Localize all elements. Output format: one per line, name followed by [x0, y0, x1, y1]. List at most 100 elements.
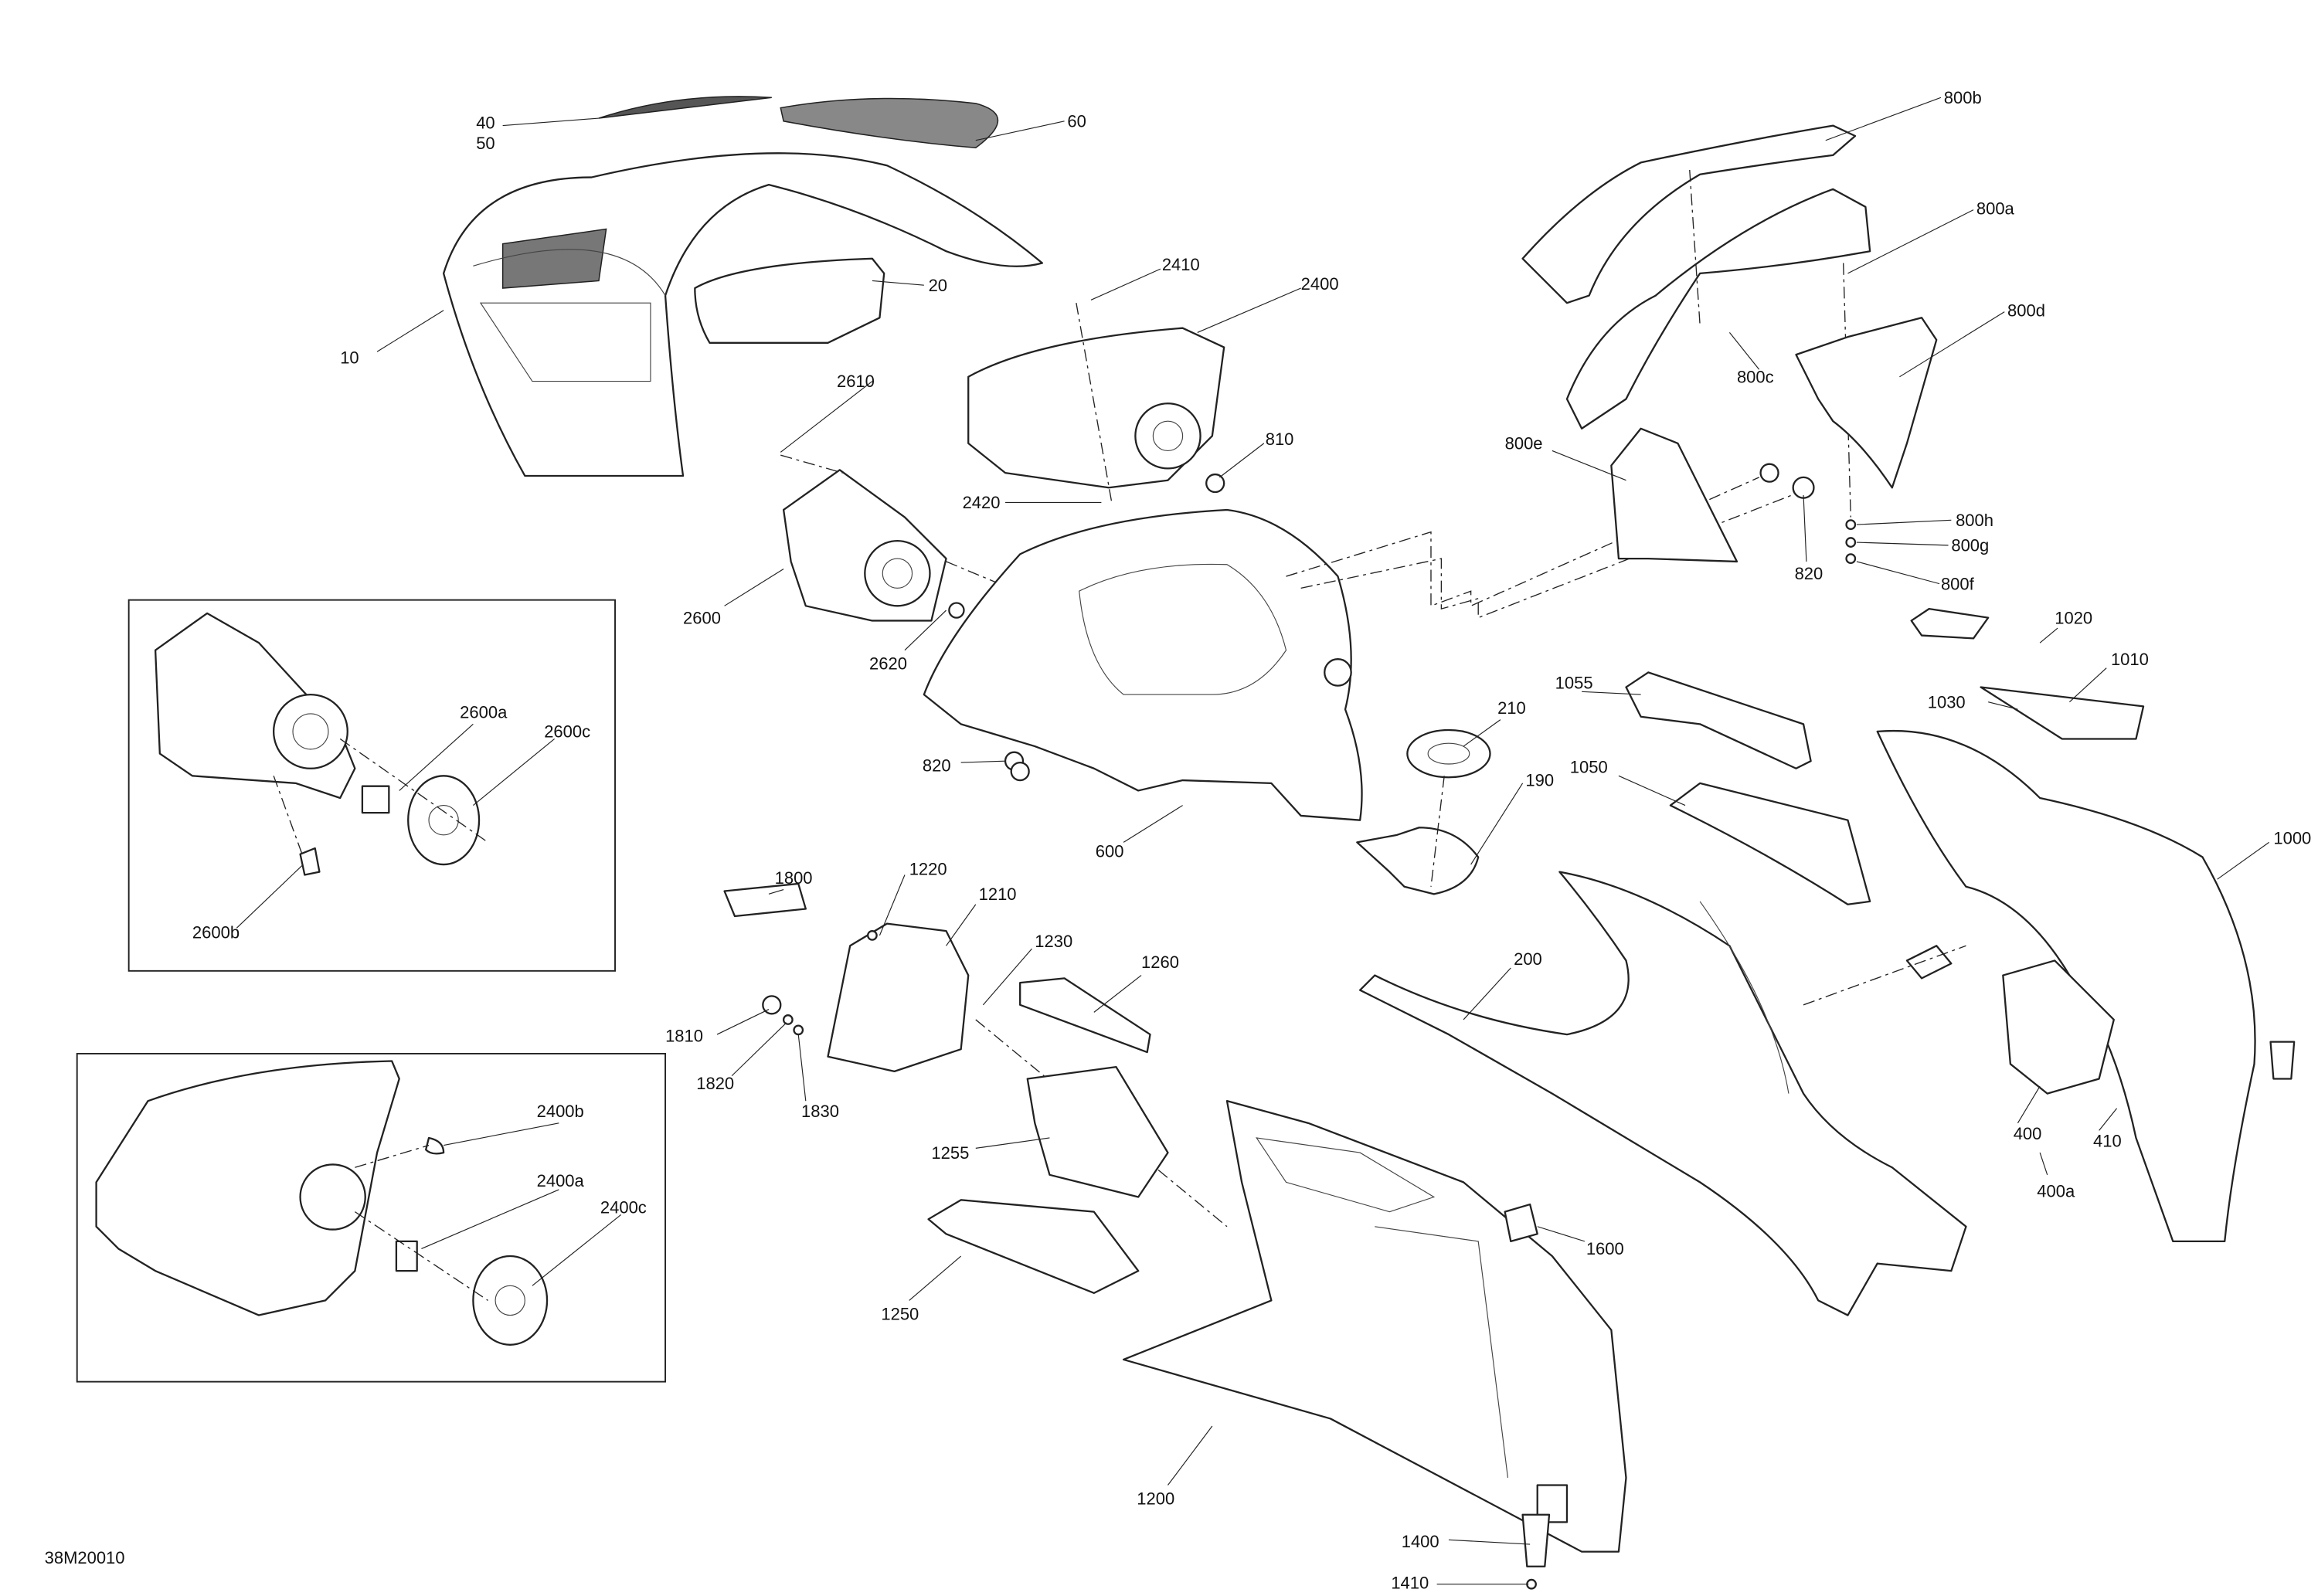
- part-handle-1800: [723, 882, 807, 918]
- leader-line-1220: [879, 874, 906, 936]
- leader-line-1210: [946, 904, 977, 946]
- part-bracket-800e: [1610, 427, 1857, 564]
- leader-line-1820: [731, 1022, 787, 1077]
- leader-line-1600: [1537, 1226, 1586, 1242]
- leader-line-1400: [1448, 1539, 1531, 1545]
- callout-2400: 2400: [1301, 274, 1339, 294]
- part-lower-fairing-200: [1359, 871, 1967, 1316]
- part-vent-1020: [1910, 607, 1990, 640]
- leader-line-800g: [1856, 542, 1949, 546]
- leader-line-1250: [909, 1255, 962, 1301]
- part-panel-1250: [927, 1199, 1140, 1294]
- callout-820: 820: [923, 756, 951, 776]
- callout-leaders: [236, 97, 2269, 1585]
- callout-800d: 800d: [2007, 301, 2045, 320]
- callout-2620: 2620: [869, 654, 907, 674]
- drawing-id: 38M20010: [45, 1548, 125, 1567]
- leader-line-800h: [1856, 519, 1952, 525]
- callout-1400: 1400: [1402, 1532, 1439, 1551]
- part-connector-1600: [1504, 1203, 1538, 1243]
- callout-820: 820: [1795, 564, 1823, 583]
- callout-1020: 1020: [2055, 608, 2092, 627]
- leader-line-1000: [2217, 841, 2269, 880]
- leader-line-2410: [1090, 268, 1161, 301]
- leader-line-1010: [2068, 667, 2107, 703]
- part-panel-1055: [1625, 671, 1812, 769]
- callout-2400b: 2400b: [537, 1102, 584, 1121]
- leader-line-410: [2099, 1108, 2118, 1131]
- part-hood-10: [442, 152, 1044, 477]
- callout-800c: 800c: [1737, 367, 1774, 386]
- leader-line-1030: [1988, 701, 2018, 710]
- part-bracket-800d: [1795, 317, 1938, 489]
- part-panel-1050: [1669, 782, 1871, 905]
- callout-800e: 800e: [1505, 434, 1543, 453]
- callout-2600c: 2600c: [544, 722, 590, 742]
- leader-line-800f: [1856, 561, 1940, 585]
- callout-400a: 400a: [2037, 1182, 2075, 1201]
- leader-line-210: [1463, 719, 1501, 747]
- leader-line-60: [975, 121, 1065, 141]
- callout-800g: 800g: [1951, 536, 1989, 555]
- callout-2400a: 2400a: [537, 1171, 585, 1190]
- callout-1830: 1830: [801, 1102, 839, 1121]
- callout-200: 200: [1514, 949, 1542, 969]
- callout-2610: 2610: [837, 372, 875, 391]
- leader-line-40: [502, 117, 600, 127]
- callout-1230: 1230: [1035, 932, 1072, 951]
- part-grille-40: [598, 96, 772, 119]
- leader-line-2600b: [236, 864, 304, 929]
- callout-1010: 1010: [2111, 650, 2149, 669]
- leader-line-400a: [2039, 1152, 2048, 1175]
- callout-800h: 800h: [1956, 511, 1993, 530]
- part-grille-60: [780, 97, 999, 149]
- leader-line-820: [960, 760, 1006, 763]
- callout-2600a: 2600a: [460, 703, 508, 722]
- leader-line-1050: [1618, 775, 1686, 806]
- callout-1800: 1800: [775, 868, 813, 888]
- leader-line-2400a: [421, 1189, 559, 1249]
- inset-headlamp-2600: [127, 599, 616, 972]
- leader-line-2400: [1197, 287, 1301, 333]
- leader-line-200: [1463, 967, 1511, 1020]
- leader-line-800a: [1847, 209, 1974, 274]
- part-side-panel-1000: [1876, 729, 2296, 1243]
- leader-line-1200: [1167, 1425, 1213, 1486]
- callout-1820: 1820: [696, 1074, 734, 1093]
- callout-1220: 1220: [909, 859, 947, 878]
- callout-800a: 800a: [1976, 199, 2015, 218]
- callout-20: 20: [929, 276, 947, 295]
- part-side-panel-1200: [1122, 1100, 1627, 1553]
- leader-line-1800: [768, 889, 784, 895]
- callout-400: 400: [2014, 1124, 2042, 1143]
- part-clip-1400: [1521, 1513, 1551, 1590]
- leader-line-800c: [1728, 332, 1760, 370]
- leader-line-190: [1470, 783, 1524, 865]
- callout-800f: 800f: [1941, 574, 1975, 593]
- callout-190: 190: [1525, 771, 1554, 790]
- callout-10: 10: [340, 348, 359, 368]
- leader-line-2400c: [532, 1214, 622, 1286]
- part-bracket-1210: [762, 922, 1228, 1228]
- callout-1055: 1055: [1555, 673, 1593, 692]
- part-panel-1255: [1026, 1066, 1169, 1198]
- leader-line-20: [872, 280, 924, 286]
- part-headlamp-2400: [967, 303, 1225, 503]
- leader-line-400: [2017, 1085, 2041, 1124]
- callout-1410: 1410: [1391, 1573, 1429, 1592]
- part-plate-1010: [1980, 686, 2145, 740]
- callout-2600b: 2600b: [192, 923, 240, 942]
- leader-line-1020: [2039, 627, 2058, 643]
- leader-line-1810: [716, 1009, 770, 1035]
- leader-line-2600a: [399, 723, 474, 791]
- leader-line-2600: [724, 569, 784, 606]
- callout-600: 600: [1096, 842, 1124, 861]
- callout-50: 50: [476, 134, 495, 153]
- part-ring-210: [1406, 728, 1491, 779]
- part-dashboard-600: [923, 473, 1363, 821]
- callout-1600: 1600: [1586, 1239, 1624, 1258]
- part-cover-800b: [1521, 124, 1857, 304]
- callout-410: 410: [2093, 1131, 2122, 1150]
- callout-2400c: 2400c: [600, 1198, 647, 1217]
